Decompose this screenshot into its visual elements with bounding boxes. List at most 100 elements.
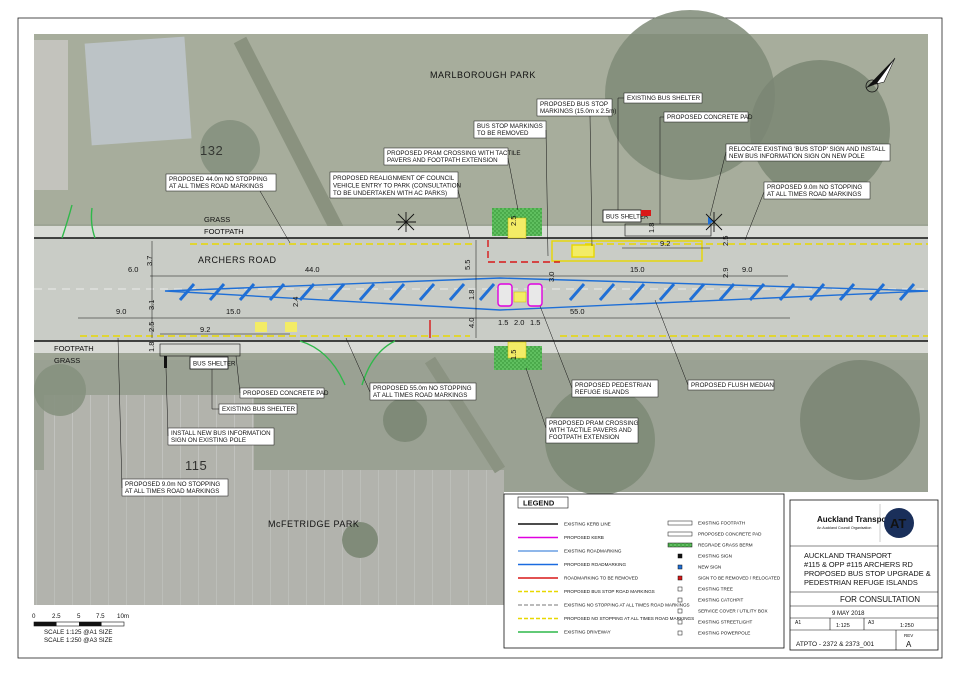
dimension-lines [78,240,790,338]
svg-text:2.5: 2.5 [147,322,156,332]
svg-text:115: 115 [185,458,207,473]
svg-text:9 MAY 2018: 9 MAY 2018 [832,611,865,617]
svg-text:PEDESTRIAN REFUGE ISLANDS: PEDESTRIAN REFUGE ISLANDS [804,578,918,587]
legend-label: ROADMARKING TO BE REMOVED [564,576,639,581]
legend-symbol [677,586,683,592]
median-hatch [778,283,796,301]
legend-label: EXISTING TREE [698,587,733,592]
svg-text:ATPTO - 2372 & 2373_001: ATPTO - 2372 & 2373_001 [796,641,875,648]
scale-bar: 0 2.5 5 7.5 10m SCALE 1:125 @A1 SIZE SCA… [32,613,129,644]
legend-label: PROPOSED CONCRETE PAD [698,532,762,537]
legend-label: EXISTING POWERPOLE [698,631,750,636]
legend-symbol [677,630,683,636]
legend-symbol [677,597,683,603]
mcfetridge-park-label: McFETRIDGE PARK [268,519,359,529]
svg-text:0: 0 [32,613,36,620]
flush-median [164,277,929,311]
svg-text:1.8: 1.8 [647,223,656,233]
legend-label: EXISTING FOOTPATH [698,521,745,526]
existing-pole-icon [164,356,167,368]
svg-text:#115 & OPP #115 ARCHERS RD: #115 & OPP #115 ARCHERS RD [804,560,913,569]
legend-label: REGRADE GRASS BERM [698,543,753,548]
svg-text:3.0: 3.0 [547,272,556,282]
svg-text:2.9: 2.9 [721,268,730,278]
svg-text:6.0: 6.0 [128,265,138,274]
svg-text:PROPOSED PRAM CROSSING WITH TA: PROPOSED PRAM CROSSING WITH TACTILEPAVER… [387,150,521,164]
svg-text:1:250: 1:250 [900,623,914,629]
bus-stop-marking-south [255,322,297,332]
svg-text:3.1: 3.1 [147,300,156,310]
median-hatch [358,283,376,301]
streetlight-icon-2 [705,212,723,232]
svg-text:9.0: 9.0 [742,265,752,274]
svg-text:REV: REV [904,633,913,638]
svg-text:2.5: 2.5 [509,216,518,226]
svg-text:10m: 10m [117,613,129,620]
legend-symbol [667,531,693,537]
svg-text:15.0: 15.0 [630,265,645,274]
north-arrow-icon [865,57,896,93]
svg-text:An Auckland Council Organisati: An Auckland Council Organisation [817,526,871,530]
svg-text:2.5: 2.5 [721,236,730,246]
legend-symbol [677,619,683,625]
legend-symbol [667,542,693,548]
svg-text:4.0: 4.0 [467,318,476,328]
legend-label: PROPOSED BUS STOP ROAD MARKINGS [564,589,655,594]
median-hatch [898,283,916,301]
median-hatch [868,283,886,301]
svg-text:GRASS: GRASS [204,215,230,224]
at-logo-icon [884,508,914,538]
median-hatch [478,283,496,301]
svg-text:2.4: 2.4 [291,297,300,307]
svg-text:EXISTING BUS SHELTER: EXISTING BUS SHELTER [627,95,701,102]
pram-crossing-north [492,208,542,239]
median-hatch [688,283,706,301]
svg-text:AT: AT [890,516,906,531]
svg-text:GRASS: GRASS [54,356,80,365]
svg-text:PROPOSED CONCRETE PAD: PROPOSED CONCRETE PAD [243,390,329,397]
svg-text:9.2: 9.2 [660,239,670,248]
median-hatch [418,283,436,301]
svg-text:PROPOSED BUS STOP UPGRADE &: PROPOSED BUS STOP UPGRADE & [804,569,931,578]
bus-stop-marking-north [551,240,703,262]
median-hatch [448,283,466,301]
legend-label: EXISTING DRIVEWAY [564,630,611,635]
legend-label: PROPOSED KERB [564,535,604,540]
median-hatch [658,283,676,301]
svg-text:132: 132 [200,143,223,158]
median-hatch [238,283,256,301]
legend-symbol [677,553,683,559]
median-hatch [808,283,826,301]
legend-label: EXISTING KERB LINE [564,522,611,527]
status: FOR CONSULTATION [840,595,920,604]
median-hatch [178,283,196,301]
svg-text:FOOTPATH: FOOTPATH [54,344,94,353]
svg-text:7.5: 7.5 [96,613,105,620]
median-hatch [208,283,226,301]
median-hatch [838,283,856,301]
median-hatch [328,283,346,301]
svg-text:1.8: 1.8 [467,290,476,300]
svg-text:PROPOSED CONCRETE PAD: PROPOSED CONCRETE PAD [667,114,753,121]
legend-label: PROPOSED NO STOPPING AT ALL TIMES ROAD M… [564,616,694,621]
markings-to-remove [429,240,560,338]
median-hatch [568,283,586,301]
svg-text:SCALE 1:250 @A3 SIZE: SCALE 1:250 @A3 SIZE [44,637,113,644]
existing-driveways [61,204,396,386]
median-hatch [598,283,616,301]
bus-shelter-north: BUS SHELTER [602,209,714,237]
svg-text:FOOTPATH: FOOTPATH [204,227,244,236]
svg-text:BUS SHELTER: BUS SHELTER [193,361,236,368]
svg-text:SCALE 1:125 @A1 SIZE: SCALE 1:125 @A1 SIZE [44,629,113,636]
svg-text:1.5: 1.5 [498,318,508,327]
archers-road [34,226,928,353]
